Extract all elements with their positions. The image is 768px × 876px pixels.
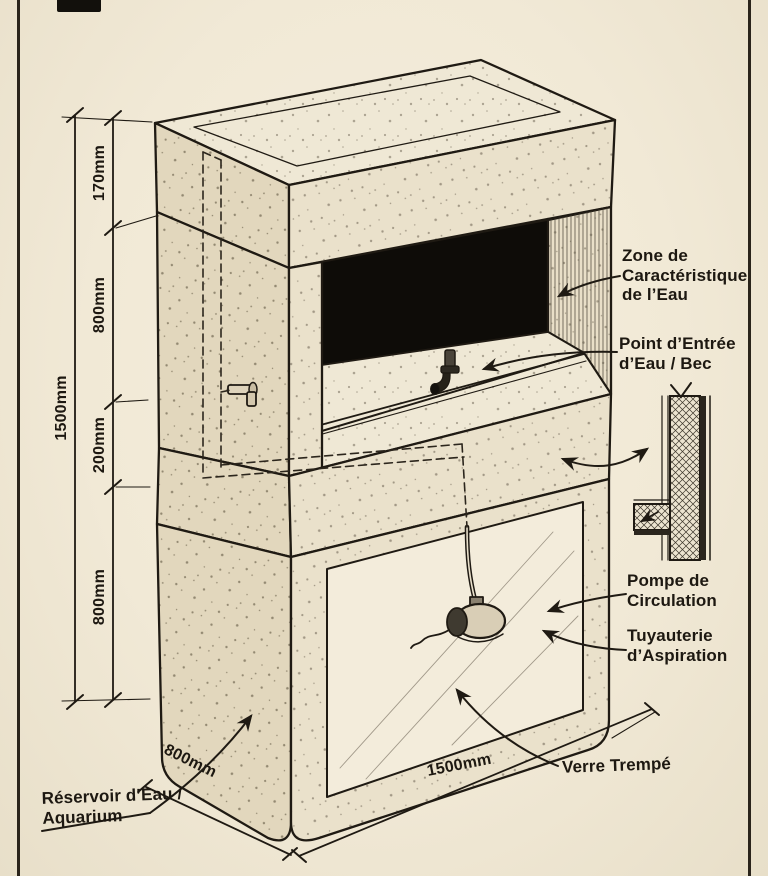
detail-chevron-icon [670, 382, 692, 399]
leader-arrow-zone [556, 275, 621, 298]
dim-overall-height: 1500mm [53, 375, 70, 440]
hidden-pipe-lines [202, 151, 468, 528]
wall-section-detail [633, 382, 711, 561]
dim-upper-height: 800mm [91, 277, 108, 333]
label-water-feature-zone: Zone de Caractéristique de l’Eau [622, 246, 748, 305]
circulation-pump [410, 524, 507, 649]
detail-arrow-icon [639, 509, 659, 523]
basin-rim-inner-line [307, 360, 587, 439]
left-margin-line [17, 0, 20, 876]
label-circulation-pump: Pompe de Circulation [627, 571, 717, 610]
dim-lower-height: 800mm [91, 569, 108, 625]
height-dimensions [61, 107, 157, 710]
front-corner-pillar [287, 260, 324, 478]
basin-rim-line [301, 353, 585, 431]
leader-arrow-suction [541, 629, 627, 651]
label-suction-pipe: Tuyauterie d’Aspiration [627, 626, 728, 665]
right-margin-line [748, 0, 751, 876]
leader-arrow-glass [455, 687, 559, 767]
glass-panel [326, 501, 584, 798]
pump-cord [410, 629, 450, 649]
leader-underline-reservoir [41, 812, 151, 832]
leader-arrow-inlet [481, 350, 618, 372]
dim-cap-height: 170mm [91, 145, 108, 201]
dim-band-height: 200mm [91, 417, 108, 473]
hidden-inlet-pipe [227, 381, 258, 407]
registration-tab [57, 0, 101, 12]
label-water-inlet: Point d’Entrée d’Eau / Bec [619, 334, 736, 373]
label-water-reservoir: Réservoir d’Eau / Aquarium [41, 783, 183, 828]
leader-arrow-reservoir [149, 713, 253, 814]
leader-arrow-pump [546, 593, 627, 613]
detail-reference-arrow [560, 447, 650, 471]
water-inlet-spout [430, 349, 460, 395]
